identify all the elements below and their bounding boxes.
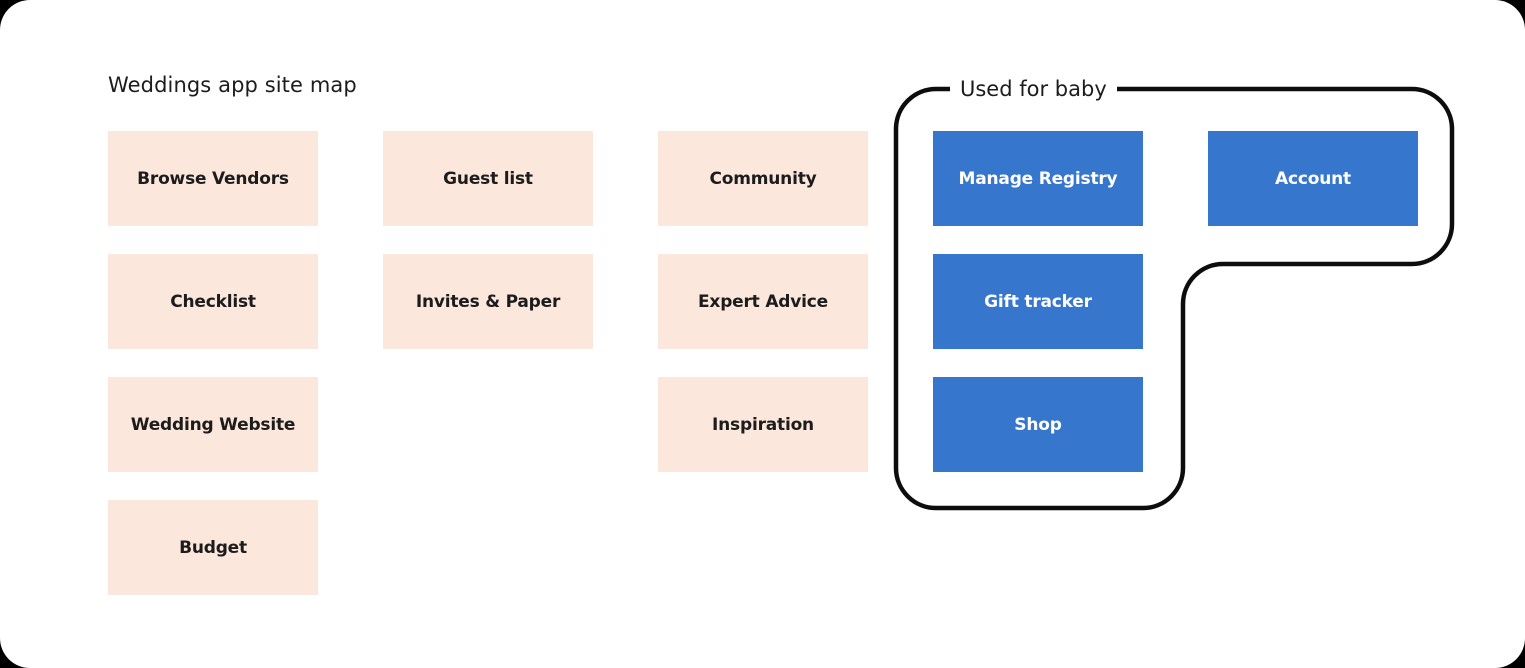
sitemap-node-shop[interactable]: Shop [933, 377, 1143, 472]
node-label: Checklist [170, 291, 256, 312]
sitemap-node-browse-vendors[interactable]: Browse Vendors [108, 131, 318, 226]
sitemap-node-checklist[interactable]: Checklist [108, 254, 318, 349]
node-label: Guest list [443, 168, 533, 189]
sitemap-node-expert-advice[interactable]: Expert Advice [658, 254, 868, 349]
sitemap-node-gift-tracker[interactable]: Gift tracker [933, 254, 1143, 349]
sitemap-node-account[interactable]: Account [1208, 131, 1418, 226]
node-label: Shop [1014, 414, 1062, 435]
sitemap-node-community[interactable]: Community [658, 131, 868, 226]
node-label: Wedding Website [130, 414, 296, 435]
node-label: Budget [179, 537, 247, 558]
node-label: Manage Registry [958, 168, 1118, 189]
node-label: Community [709, 168, 817, 189]
node-label: Browse Vendors [137, 168, 289, 189]
sitemap-node-inspiration[interactable]: Inspiration [658, 377, 868, 472]
sitemap-node-guest-list[interactable]: Guest list [383, 131, 593, 226]
page-title: Weddings app site map [108, 73, 357, 97]
node-label: Expert Advice [698, 291, 828, 312]
sitemap-node-invites-paper[interactable]: Invites & Paper [383, 254, 593, 349]
node-label: Account [1275, 168, 1351, 189]
sitemap-node-manage-registry[interactable]: Manage Registry [933, 131, 1143, 226]
sitemap-node-wedding-website[interactable]: Wedding Website [108, 377, 318, 472]
node-label: Inspiration [712, 414, 814, 435]
used-for-baby-label: Used for baby [950, 75, 1117, 103]
node-label: Invites & Paper [415, 291, 561, 312]
node-label: Gift tracker [984, 291, 1092, 312]
sitemap-node-budget[interactable]: Budget [108, 500, 318, 595]
